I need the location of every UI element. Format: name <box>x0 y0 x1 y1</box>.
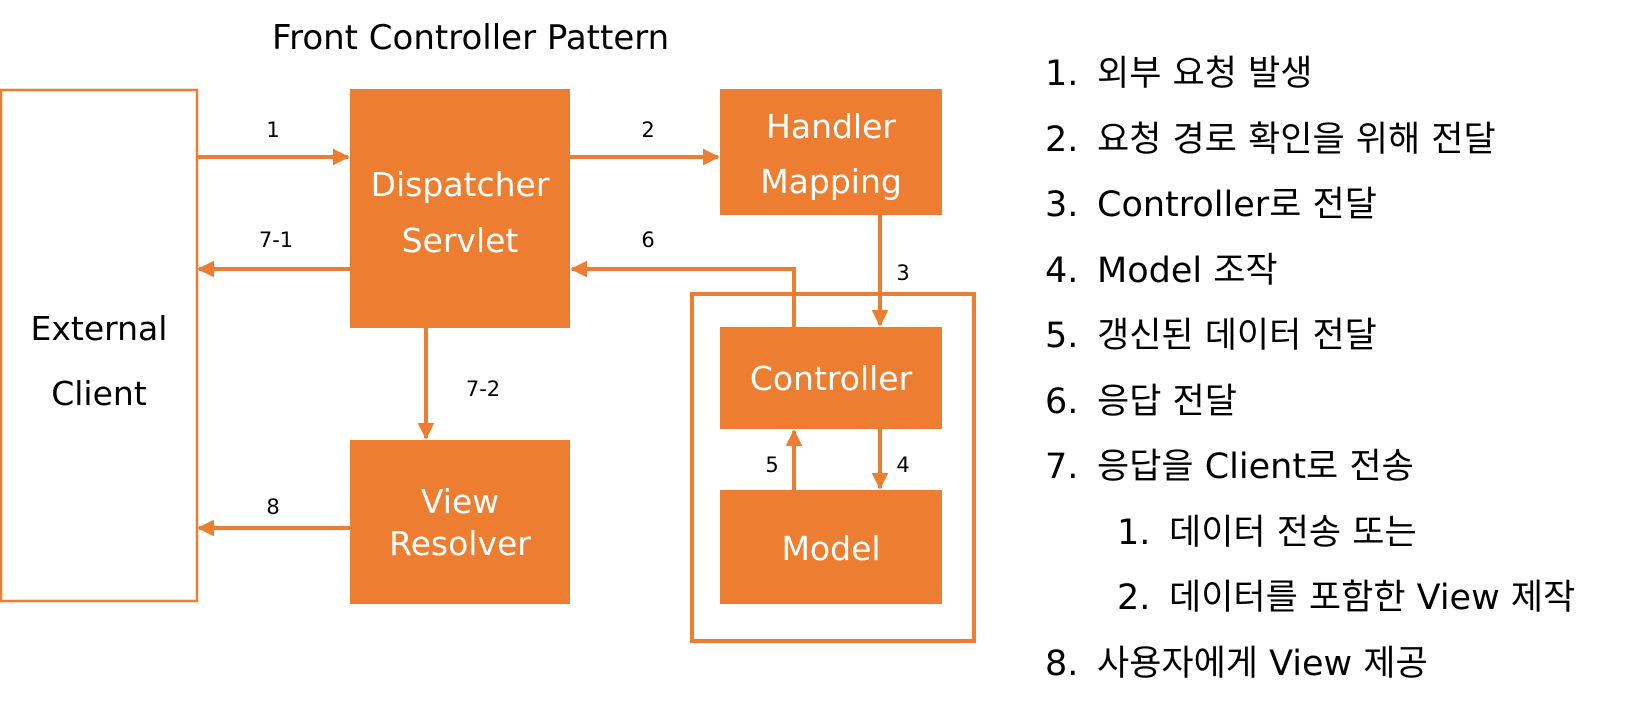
arrow-6 <box>570 260 796 327</box>
legend-text: 갱신된 데이터 전달 <box>1097 316 1377 356</box>
step-label-7-1: 7-1 <box>259 228 293 252</box>
dispatcher-servlet-label-line1: Dispatcher <box>371 165 550 204</box>
handler-mapping-label-line2: Mapping <box>760 162 902 201</box>
legend-item: 4. Model 조작 <box>1045 245 1575 311</box>
legend-text: 응답 전달 <box>1097 381 1237 422</box>
legend-number: 6. <box>1045 381 1079 422</box>
legend-text: Controller로 전달 <box>1097 185 1377 225</box>
legend-number: 2. <box>1117 578 1151 618</box>
node-model: Model <box>720 490 942 604</box>
view-resolver-label-line1: View <box>421 482 499 521</box>
legend-item: 1. 외부 요청 발생 <box>1045 48 1575 114</box>
legend-number: 7. <box>1045 447 1079 487</box>
legend-text: 데이터를 포함한 View 제작 <box>1169 578 1576 618</box>
step-label-2: 2 <box>641 118 654 142</box>
legend-item: 2. 요청 경로 확인을 위해 전달 <box>1045 114 1575 180</box>
legend-number: 4. <box>1045 250 1079 291</box>
handler-mapping-label-line1: Handler <box>766 107 896 146</box>
diagram-title: Front Controller Pattern <box>272 18 669 58</box>
legend-subitem: 2. 데이터를 포함한 View 제작 <box>1045 572 1575 638</box>
legend-text: 요청 경로 확인을 위해 전달 <box>1097 119 1496 160</box>
legend-item: 8. 사용자에게 View 제공 <box>1045 638 1575 704</box>
legend-text: 데이터 전송 또는 <box>1169 512 1417 553</box>
legend-text: Model 조작 <box>1097 250 1278 291</box>
legend-item: 5. 갱신된 데이터 전달 <box>1045 310 1575 376</box>
steps-legend: 1. 외부 요청 발생 2. 요청 경로 확인을 위해 전달 3. Controlle… <box>1045 48 1575 703</box>
step-label-5: 5 <box>765 453 778 477</box>
legend-item: 3. Controller로 전달 <box>1045 179 1575 245</box>
step-label-3: 3 <box>896 261 909 285</box>
legend-number: 1. <box>1117 512 1151 553</box>
legend-number: 3. <box>1045 185 1079 225</box>
legend-number: 8. <box>1045 643 1079 684</box>
legend-number: 5. <box>1045 316 1079 356</box>
controller-model-group <box>690 292 976 643</box>
external-client-label-line2: Client <box>51 374 147 413</box>
step-label-7-2: 7-2 <box>466 377 500 401</box>
node-dispatcher-servlet: Dispatcher Servlet <box>350 89 570 328</box>
view-resolver-label-line2: Resolver <box>389 524 531 563</box>
controller-label: Controller <box>750 359 913 398</box>
step-label-4: 4 <box>896 453 909 477</box>
model-label: Model <box>781 529 880 568</box>
legend-number: 2. <box>1045 119 1079 160</box>
node-view-resolver: View Resolver <box>350 440 570 604</box>
dispatcher-servlet-label-line2: Servlet <box>402 221 519 260</box>
external-client-label-line1: External <box>31 309 168 348</box>
legend-subitem: 1. 데이터 전송 또는 <box>1045 507 1575 573</box>
legend-text: 외부 요청 발생 <box>1097 54 1313 94</box>
legend-item: 7. 응답을 Client로 전송 <box>1045 441 1575 507</box>
step-label-8: 8 <box>266 495 279 519</box>
step-label-1: 1 <box>266 118 279 142</box>
legend-text: 응답을 Client로 전송 <box>1097 447 1414 487</box>
legend-text: 사용자에게 View 제공 <box>1097 643 1428 684</box>
legend-number: 1. <box>1045 54 1079 94</box>
node-handler-mapping: Handler Mapping <box>720 89 942 215</box>
legend-item: 6. 응답 전달 <box>1045 376 1575 442</box>
node-external-client: External Client <box>0 88 199 603</box>
node-controller: Controller <box>720 327 942 429</box>
step-label-6: 6 <box>641 228 654 252</box>
